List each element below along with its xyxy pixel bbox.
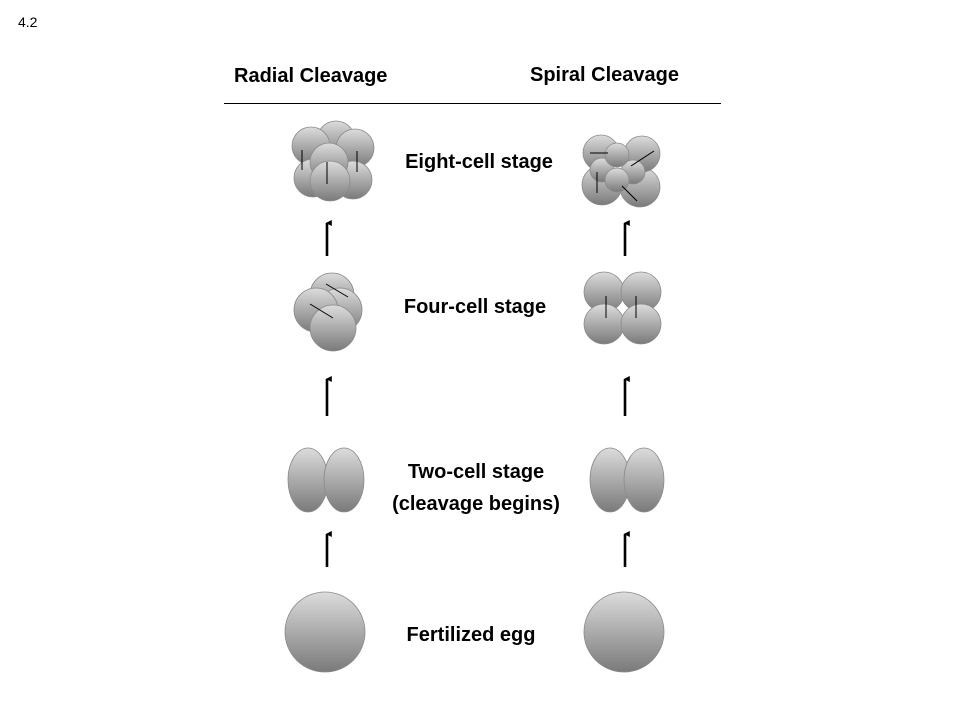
two-cell-stage-line2: (cleavage begins) xyxy=(392,493,560,515)
fertilized-egg-label: Fertilized egg xyxy=(406,624,536,646)
spiral-eight-cell-embryo xyxy=(581,134,661,208)
spiral-two-cell-embryo xyxy=(589,447,665,513)
header-divider xyxy=(224,103,721,104)
radial-four-cell-embryo xyxy=(293,272,363,352)
eight-cell-stage-label: Eight-cell stage xyxy=(405,151,553,173)
spiral-fertilized-egg xyxy=(583,591,665,673)
four-cell-stage-label: Four-cell stage xyxy=(403,296,547,318)
slide-number: 4.2 xyxy=(18,14,38,30)
radial-cleavage-header: Radial Cleavage xyxy=(234,65,388,87)
radial-eight-cell-embryo xyxy=(291,120,375,202)
spiral-four-cell-embryo xyxy=(583,271,662,345)
spiral-cleavage-header: Spiral Cleavage xyxy=(530,64,679,86)
radial-two-cell-embryo xyxy=(287,447,365,513)
two-cell-stage-line1: Two-cell stage xyxy=(407,461,545,483)
two-cell-stage-label: Two-cell stage (cleavage begins) xyxy=(392,456,560,520)
radial-fertilized-egg xyxy=(284,591,366,673)
